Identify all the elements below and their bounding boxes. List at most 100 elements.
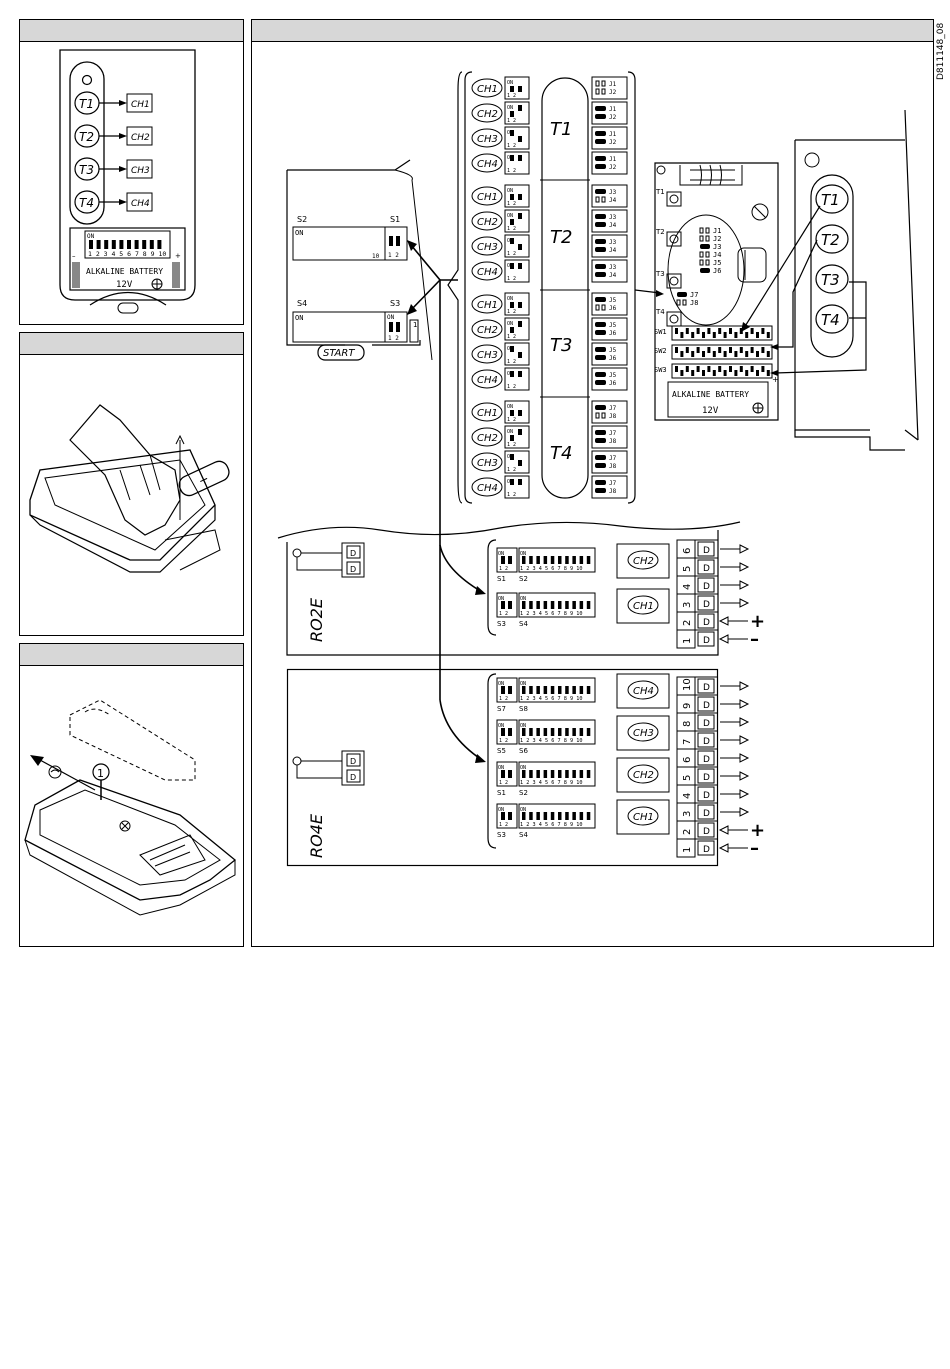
side-button-label: T2 [821, 231, 840, 249]
table-dip-lever [510, 302, 514, 308]
rx-terminal-d: D [703, 582, 710, 592]
pcb-jumper-pin [705, 259, 710, 266]
table-dip-box [504, 425, 530, 449]
table-jumper-label: J1 [609, 81, 617, 88]
table-dip-pair: 1 2 [507, 118, 516, 124]
pcb-switch-lever [718, 347, 722, 353]
rx-terminal-screw [697, 613, 715, 629]
table-dip-box [504, 292, 530, 316]
pcb-switch-lever [729, 328, 732, 334]
table-jumper-label: J1 [609, 106, 617, 113]
pcb-switch-lever [739, 347, 743, 353]
pcb-button-label: T1 [655, 188, 665, 196]
rx-terminal-number: 2 [682, 829, 693, 835]
table-dip-lever [510, 479, 514, 485]
rx-terminal-d: D [703, 773, 710, 783]
pcb-switch-label: SW1 [654, 328, 667, 336]
pcb-jumper-label: J2 [713, 235, 721, 243]
table-jumper-box [591, 450, 628, 474]
pcb-switch-lever [723, 351, 727, 357]
rx-dip-lever [529, 601, 533, 609]
pcb-jumper-cap [700, 244, 710, 249]
pcb-switch-lever [675, 366, 678, 372]
tx-dip-lever [89, 240, 93, 249]
table-jumper-label: J3 [609, 239, 617, 246]
pcb-button-cap [669, 234, 679, 244]
pcb-jumper-cap [677, 292, 687, 297]
pcb-switch-lever [761, 366, 765, 372]
rx-dip-lever [501, 601, 505, 609]
rx-dip-lever [586, 601, 591, 609]
rx-terminal-d: D [703, 701, 710, 711]
table-jumper-label: J7 [609, 455, 617, 462]
table-dip-lever [510, 194, 514, 200]
table-channel-ch4 [471, 153, 503, 173]
tx-button-label: T4 [79, 196, 94, 210]
rx-dip-ten: 1 2 3 4 5 6 7 8 9 10 [520, 696, 582, 702]
label-s4: S4 [297, 299, 307, 308]
table-jumper-box [591, 209, 628, 233]
pcb-switch-lever [702, 351, 705, 357]
table-dip-pair: 1 2 [507, 276, 516, 282]
rx-terminal-screw [697, 631, 715, 647]
table-dip-pair: 1 2 [507, 384, 516, 390]
table-channel-ch1 [471, 294, 503, 314]
pcb-jumper-pin [682, 299, 687, 306]
table-dip-on: ON [507, 80, 513, 86]
rx-dip-ten: 1 2 3 4 5 6 7 8 9 10 [520, 738, 582, 744]
rx-terminal-screw [697, 559, 715, 575]
table-channel-label: CH1 [477, 84, 498, 95]
label-s2: S2 [297, 215, 307, 224]
side-button-label: T4 [821, 311, 840, 329]
pcb-switch-lever [707, 347, 711, 353]
pcb-switch-lever [766, 370, 770, 376]
rx-dip-pair: 1 2 [499, 696, 508, 702]
rx-channel-oval [627, 550, 659, 570]
rx-output-arrow [720, 580, 750, 590]
svg-text:+: + [196, 471, 211, 488]
table-dip-box [504, 317, 530, 341]
table-dip-lever [510, 130, 514, 136]
table-dip-on: ON [507, 213, 513, 219]
table-jumper-label: J7 [609, 430, 617, 437]
tx-dip-lever [134, 240, 139, 249]
rx-dip-lever [529, 556, 533, 564]
rx-dip-lever [550, 556, 555, 564]
table-jumper-cap [595, 463, 606, 468]
pcb-switch-lever [750, 347, 754, 353]
pcb-switch-lever [718, 328, 722, 334]
tx-dip-on: ON [87, 233, 95, 240]
table-dip-pair: 1 2 [507, 226, 516, 232]
rx-dip-ten: 1 2 3 4 5 6 7 8 9 10 [520, 611, 582, 617]
rx-terminal-screw [697, 732, 715, 748]
s2-ten: 10 [372, 253, 380, 260]
pcb-switch-lever [712, 332, 716, 338]
rx-dip-on: ON [520, 765, 526, 771]
rx-dip-lever [508, 686, 512, 694]
rx-dip-lever [586, 686, 591, 694]
rx-dip-left-label: S5 [497, 747, 506, 755]
tx-dip-lever [142, 240, 147, 249]
table-dip-on: ON [507, 321, 513, 327]
table-channel-ch2 [471, 427, 503, 447]
rx-dip-lever [501, 728, 505, 736]
rx-channel-oval [627, 722, 659, 742]
rx-channel-box [616, 799, 670, 835]
panel-battery-insert: + [19, 332, 244, 636]
table-channel-label: CH3 [477, 134, 498, 145]
table-jumper-label: J2 [609, 89, 617, 96]
rx-dip-lever [543, 812, 548, 820]
table-dip-lever [518, 352, 522, 358]
table-button-t3: T3 [550, 335, 572, 356]
tx-button-label: T2 [79, 130, 94, 144]
rx-channel-label: CH2 [633, 556, 654, 567]
rx-terminal-number: 8 [682, 721, 693, 727]
table-dip-lever [510, 346, 514, 352]
table-jumper-label: J5 [609, 372, 617, 379]
tx-button-label: T1 [79, 97, 94, 111]
rx-dip-right-label: S8 [519, 705, 528, 713]
rx-output-arrow [720, 753, 750, 763]
rx-dip-lever [558, 556, 562, 564]
